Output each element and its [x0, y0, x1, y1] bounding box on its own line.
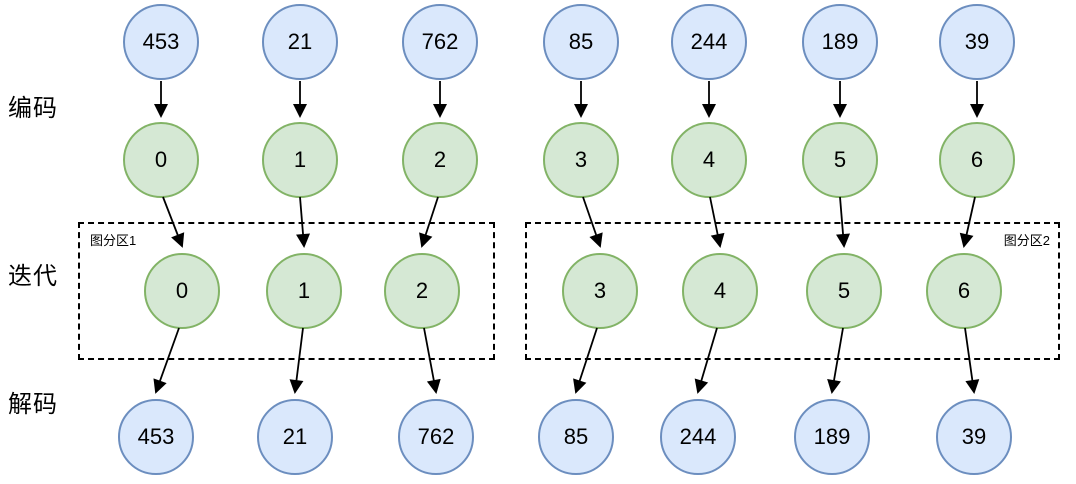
decoded-node: 453 — [118, 399, 194, 475]
stage-label-iterate: 迭代 — [8, 263, 58, 290]
stage-label-decode: 解码 — [8, 391, 58, 418]
iterated-node: 1 — [266, 253, 342, 329]
stage-label-encode: 编码 — [8, 95, 58, 122]
iterated-node: 3 — [562, 253, 638, 329]
original-node: 85 — [543, 4, 619, 80]
original-node: 244 — [671, 4, 747, 80]
encoded-node: 2 — [402, 122, 478, 198]
decoded-node: 21 — [257, 399, 333, 475]
decoded-node: 244 — [660, 399, 736, 475]
original-node: 453 — [123, 4, 199, 80]
iterated-node: 0 — [144, 253, 220, 329]
encoded-node: 6 — [939, 122, 1015, 198]
encoded-node: 5 — [802, 122, 878, 198]
original-node: 189 — [802, 4, 878, 80]
encoded-node: 3 — [543, 122, 619, 198]
iterated-node: 2 — [384, 253, 460, 329]
iterated-node: 4 — [682, 253, 758, 329]
decoded-node: 85 — [538, 399, 614, 475]
partition-box-1: 图分区1 — [78, 222, 495, 360]
original-node: 21 — [262, 4, 338, 80]
decoded-node: 189 — [794, 399, 870, 475]
encoded-node: 4 — [671, 122, 747, 198]
encoded-node: 1 — [262, 122, 338, 198]
partition-box-2: 图分区2 — [525, 222, 1060, 360]
original-node: 762 — [402, 4, 478, 80]
encoded-node: 0 — [123, 122, 199, 198]
iterated-node: 5 — [806, 253, 882, 329]
partition-label-1: 图分区1 — [90, 233, 137, 248]
partition-label-2: 图分区2 — [1003, 233, 1050, 248]
decoded-node: 762 — [398, 399, 474, 475]
decoded-node: 39 — [936, 399, 1012, 475]
iterated-node: 6 — [926, 253, 1002, 329]
original-node: 39 — [939, 4, 1015, 80]
